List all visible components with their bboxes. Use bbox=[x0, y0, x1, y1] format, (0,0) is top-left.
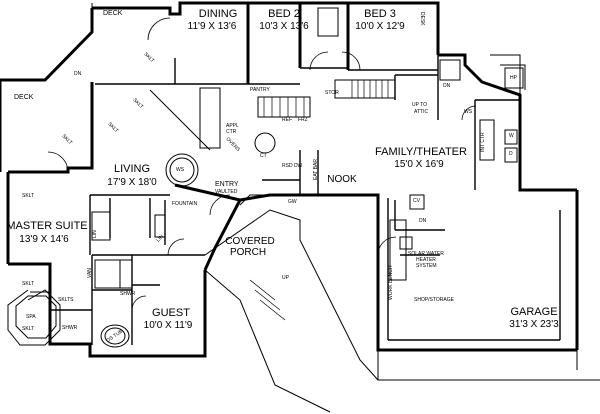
room-name-living: LIVING bbox=[113, 163, 151, 175]
label-solar-3: SYSTEM bbox=[416, 263, 437, 269]
label-entry: ENTRY bbox=[215, 181, 239, 188]
room-name-dining: DINING bbox=[198, 8, 238, 20]
label-solar-2: HEATER bbox=[416, 257, 436, 263]
room-name-bed2: BED 2 bbox=[268, 8, 300, 20]
room-dim-bed2: 10'3 X 13'6 bbox=[259, 21, 309, 32]
room-name-nook: NOOK bbox=[327, 174, 357, 185]
stairs bbox=[249, 80, 389, 321]
label-dn-garage: DN bbox=[419, 218, 427, 224]
room-name-guest: GUEST bbox=[152, 307, 190, 319]
door-swings bbox=[47, 17, 477, 311]
label-sklt-spa-bottom: SKLT bbox=[22, 326, 35, 332]
label-skylts: SKLTS bbox=[58, 297, 74, 303]
label-ws-laundry: WS bbox=[464, 109, 473, 115]
label-attic: ATTIC bbox=[414, 109, 429, 115]
label-spa: SPA bbox=[26, 314, 36, 320]
label-ctr: CTR bbox=[226, 129, 237, 135]
room-dim-master-suite: 13'9 X 14'6 bbox=[19, 234, 69, 245]
label-hp: HP bbox=[510, 75, 517, 81]
label-dn-deck: DN bbox=[74, 71, 82, 77]
label-solar-1: SOLAR WATER bbox=[408, 251, 444, 257]
label-washer: W bbox=[509, 133, 514, 139]
label-frz: FRZ bbox=[298, 117, 308, 123]
label-shwr-master: SHWR bbox=[62, 325, 78, 331]
label-up-to: UP TO bbox=[412, 102, 428, 108]
label-vaulted: VAULTED bbox=[215, 189, 238, 195]
room-name-garage: GARAGE bbox=[510, 306, 558, 318]
label-fountain: FOUNTAIN bbox=[172, 201, 198, 207]
label-lin-1: LIN bbox=[92, 230, 98, 238]
label-ref: REF bbox=[282, 117, 292, 123]
room-dim-guest: 10'0 X 11'9 bbox=[143, 320, 193, 331]
room-name-bed3: BED 3 bbox=[364, 8, 396, 20]
label-desk: DESK bbox=[419, 12, 425, 26]
label-dryer: D bbox=[509, 151, 513, 157]
label-appl: APPL bbox=[226, 123, 239, 129]
room-dim-dining: 11'9 X 13'6 bbox=[187, 21, 237, 32]
room-dim-garage: 31'3 X 23'3 bbox=[509, 319, 559, 330]
room-name-covered: COVERED bbox=[225, 236, 275, 247]
label-rsd-dw: RSD DW bbox=[282, 163, 303, 169]
room-name-porch: PORCH bbox=[229, 247, 267, 258]
label-ws-entry: WS bbox=[176, 167, 185, 173]
label-deck-top: DECK bbox=[103, 10, 123, 17]
room-dim-family-theater: 15'0 X 16'9 bbox=[394, 159, 444, 170]
label-int-ctr: INT CTR bbox=[480, 132, 486, 152]
label-cv: CV bbox=[413, 198, 420, 204]
label-deck-left: DECK bbox=[14, 94, 34, 101]
label-pantry: PANTRY bbox=[250, 87, 270, 93]
label-eat-bar: EAT BAR bbox=[313, 159, 319, 180]
interior-walls bbox=[7, 55, 561, 345]
label-gw: GW bbox=[288, 199, 297, 205]
label-up: UP bbox=[282, 275, 289, 281]
fixtures bbox=[15, 7, 524, 348]
label-sklt-spa-top: SKLT bbox=[22, 281, 35, 287]
room-dim-living: 17'9 X 18'0 bbox=[107, 177, 157, 188]
room-name-family-theater: FAMILY/THEATER bbox=[375, 146, 467, 158]
room-name-master-suite: MASTER SUITE bbox=[6, 220, 88, 232]
label-shwr-guest: SHWR bbox=[120, 291, 136, 297]
label-ct: CT bbox=[260, 153, 267, 159]
label-shop-storage: SHOP/STORAGE bbox=[414, 297, 454, 303]
label-stor: STOR bbox=[325, 90, 339, 96]
label-dn-stair: DN bbox=[443, 83, 451, 89]
label-van: VAN bbox=[87, 268, 93, 278]
label-work-bench: WORK BENCH bbox=[388, 265, 394, 300]
room-dim-bed3: 10'0 X 12'9 bbox=[355, 21, 405, 32]
label-sklt-master: SKLT bbox=[22, 193, 35, 199]
